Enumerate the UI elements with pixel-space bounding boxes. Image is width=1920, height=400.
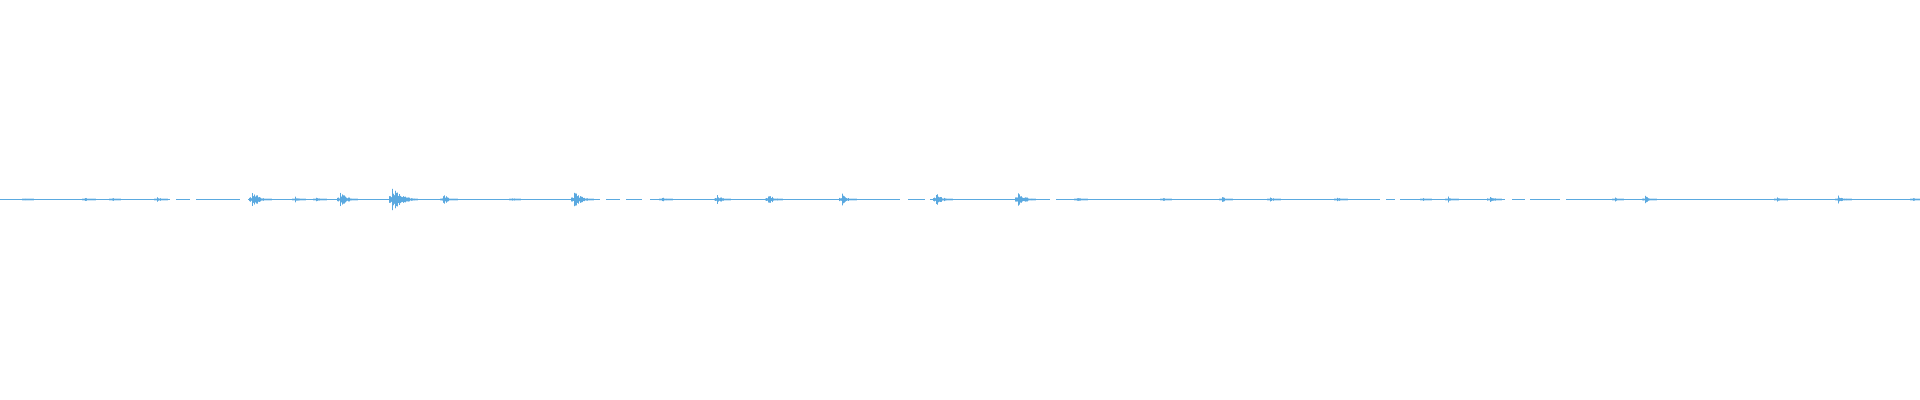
- waveform-burst: [933, 194, 953, 205]
- waveform-burst: [571, 192, 594, 207]
- waveform-burst: [337, 192, 358, 207]
- waveform-burst: [440, 195, 458, 204]
- waveform-burst: [839, 193, 857, 206]
- waveform-burst: [1612, 197, 1624, 202]
- waveform-burst: [509, 198, 521, 201]
- waveform-burst: [1015, 193, 1036, 206]
- waveform-burst: [765, 196, 783, 203]
- waveform-burst: [22, 198, 34, 201]
- waveform-burst: [1774, 197, 1788, 202]
- waveform-burst: [313, 197, 327, 202]
- waveform-burst: [1074, 198, 1088, 201]
- waveform-burst: [1334, 197, 1348, 202]
- waveform-burst: [1835, 195, 1852, 204]
- waveform-burst: [1445, 196, 1459, 203]
- waveform-burst: [659, 197, 673, 202]
- waveform-burst: [714, 195, 731, 204]
- waveform-burst: [1487, 196, 1502, 203]
- waveform-burst: [1420, 198, 1432, 201]
- waveform-burst: [1160, 198, 1172, 201]
- waveform-burst: [1219, 197, 1233, 202]
- waveform-burst: [109, 198, 121, 201]
- waveform-burst: [1910, 198, 1920, 201]
- waveform-burst: [154, 197, 168, 202]
- waveform-burst: [389, 188, 418, 211]
- waveform-burst: [249, 193, 272, 206]
- waveform-burst: [292, 196, 306, 203]
- waveform-burst: [1642, 195, 1657, 204]
- waveform-burst: [1267, 197, 1281, 202]
- waveform-burst: [82, 198, 96, 201]
